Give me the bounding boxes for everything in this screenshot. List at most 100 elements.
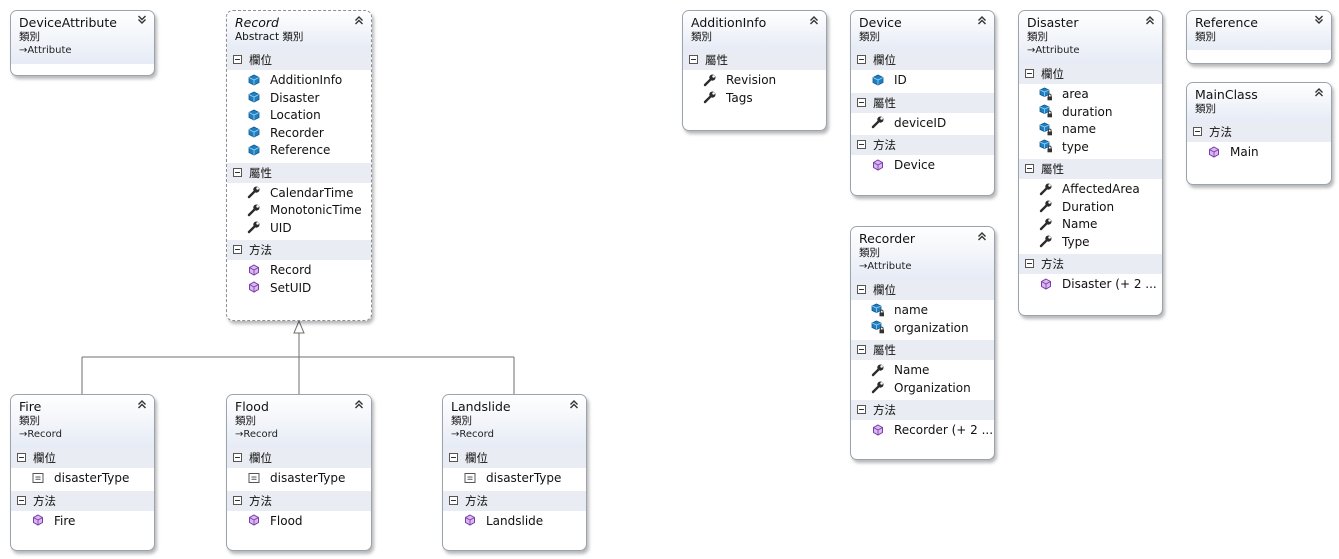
properties-section-header[interactable]: 屬性: [851, 340, 994, 360]
fields-section-header[interactable]: 欄位: [443, 448, 586, 468]
expand-chevron-icon[interactable]: [1313, 14, 1325, 26]
collapse-chevron-icon[interactable]: [136, 398, 148, 410]
collapse-section-icon[interactable]: [857, 55, 866, 64]
fields-section-header[interactable]: 欄位: [227, 50, 371, 70]
properties-section-header[interactable]: 屬性: [1019, 159, 1162, 179]
collapse-section-icon[interactable]: [857, 140, 866, 149]
member-row[interactable]: duration: [1019, 104, 1162, 122]
member-row[interactable]: type: [1019, 139, 1162, 157]
member-row[interactable]: disasterType: [227, 470, 371, 488]
collapse-chevron-icon[interactable]: [353, 398, 365, 410]
member-row[interactable]: AffectedArea: [1019, 181, 1162, 199]
member-row[interactable]: name: [1019, 121, 1162, 139]
member-row[interactable]: Recorder: [227, 125, 371, 143]
collapse-section-icon[interactable]: [449, 495, 458, 505]
collapse-chevron-icon[interactable]: [1313, 86, 1325, 98]
methods-section-header[interactable]: 方法: [1187, 122, 1331, 142]
collapse-section-icon[interactable]: [233, 245, 242, 254]
member-row[interactable]: area: [1019, 86, 1162, 104]
collapse-chevron-icon[interactable]: [568, 398, 580, 410]
member-row[interactable]: Recorder (+ 2 ...: [851, 422, 994, 440]
collapse-chevron-icon[interactable]: [808, 14, 820, 26]
fields-section-header[interactable]: 欄位: [1019, 64, 1162, 84]
collapse-section-icon[interactable]: [689, 55, 698, 64]
collapse-section-icon[interactable]: [857, 97, 866, 107]
member-row[interactable]: AdditionInfo: [227, 72, 371, 90]
collapse-section-icon[interactable]: [233, 167, 242, 177]
member-row[interactable]: Device: [851, 157, 994, 175]
collapse-section-icon[interactable]: [17, 495, 26, 505]
methods-section-header[interactable]: 方法: [443, 490, 586, 511]
fields-section-header[interactable]: 欄位: [851, 50, 994, 70]
member-row[interactable]: Reference: [227, 142, 371, 160]
collapse-chevron-icon[interactable]: [976, 230, 988, 242]
collapse-section-icon[interactable]: [857, 345, 866, 354]
member-row[interactable]: Main: [1187, 144, 1331, 162]
collapse-chevron-icon[interactable]: [353, 14, 365, 26]
member-row[interactable]: Tags: [683, 90, 826, 108]
methods-section-header[interactable]: 方法: [11, 490, 154, 511]
member-row[interactable]: Location: [227, 107, 371, 125]
properties-section-header[interactable]: 屬性: [851, 92, 994, 113]
collapse-section-icon[interactable]: [857, 285, 866, 294]
member-row[interactable]: ID: [851, 72, 994, 90]
collapse-section-icon[interactable]: [1025, 69, 1034, 78]
collapse-chevron-icon[interactable]: [976, 14, 988, 26]
methods-section-header[interactable]: 方法: [851, 135, 994, 155]
member-row[interactable]: UID: [227, 220, 371, 238]
properties-section-header[interactable]: 屬性: [227, 162, 371, 183]
member-row[interactable]: Duration: [1019, 199, 1162, 217]
member-row[interactable]: Fire: [11, 513, 154, 531]
member-row[interactable]: Disaster: [227, 90, 371, 108]
member-row[interactable]: Organization: [851, 380, 994, 398]
methods-section-header[interactable]: 方法: [1019, 254, 1162, 274]
fields-section-header[interactable]: 欄位: [227, 448, 371, 468]
member-row[interactable]: Landslide: [443, 513, 586, 531]
member-row[interactable]: MonotonicTime: [227, 202, 371, 220]
fields-section-header[interactable]: 欄位: [11, 448, 154, 468]
member-row[interactable]: Type: [1019, 234, 1162, 252]
fields-section-header[interactable]: 欄位: [851, 280, 994, 300]
expand-chevron-icon[interactable]: [136, 14, 148, 26]
member-row[interactable]: name: [851, 302, 994, 320]
collapse-section-icon[interactable]: [233, 453, 242, 462]
methods-section-header[interactable]: 方法: [851, 400, 994, 420]
member-row[interactable]: SetUID: [227, 280, 371, 298]
methods-section-header[interactable]: 方法: [227, 240, 371, 260]
collapse-section-icon[interactable]: [233, 55, 242, 64]
properties-section-header[interactable]: 屬性: [683, 50, 826, 70]
collapse-section-icon[interactable]: [857, 405, 866, 414]
collapse-chevron-icon[interactable]: [1144, 14, 1156, 26]
member-row[interactable]: disasterType: [443, 470, 586, 488]
member-row[interactable]: Flood: [227, 513, 371, 531]
collapse-section-icon[interactable]: [1193, 127, 1202, 136]
member-row[interactable]: organization: [851, 320, 994, 338]
member-row[interactable]: deviceID: [851, 115, 994, 133]
member-row[interactable]: Disaster (+ 2 ...: [1019, 276, 1162, 294]
member-row[interactable]: Name: [851, 362, 994, 380]
collapse-section-icon[interactable]: [17, 453, 26, 462]
collapse-section-icon[interactable]: [1025, 164, 1034, 173]
member-row[interactable]: Record: [227, 262, 371, 280]
member-row[interactable]: disasterType: [11, 470, 154, 488]
collapse-section-icon[interactable]: [449, 453, 458, 462]
